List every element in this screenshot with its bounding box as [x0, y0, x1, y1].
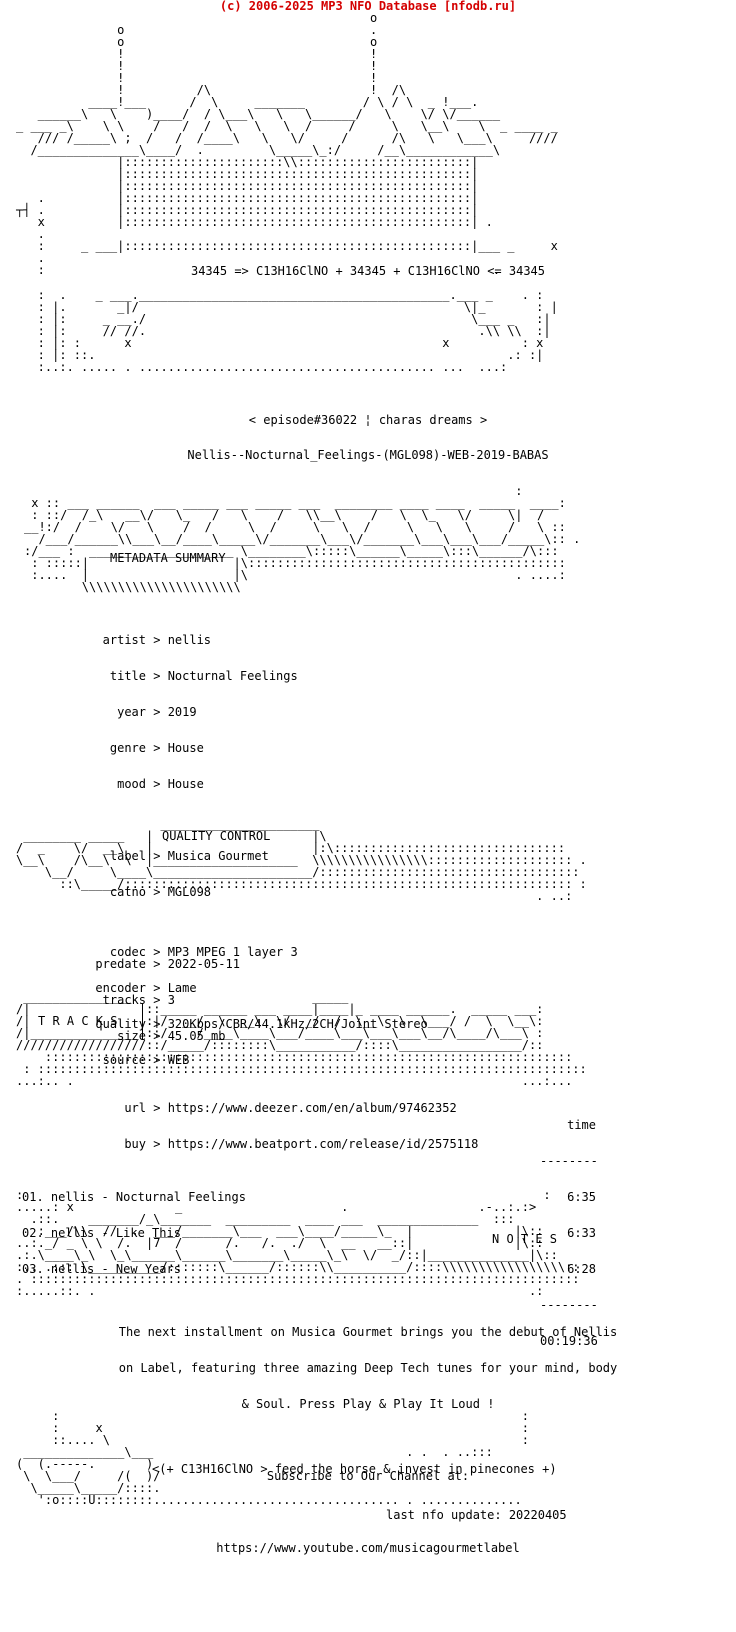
footer-slogan: <(+ C13H16ClNO > feed the horse & invest… [152, 1462, 557, 1476]
channel-link[interactable]: https://www.youtube.com/musicagourmetlab… [216, 1541, 520, 1555]
metadata-section-title: METADATA SUMMARY [110, 551, 226, 565]
notes-banner-art: : : .....: x _ . .-..:.:> .::. _______/_… [16, 1188, 580, 1298]
quality-list: codec > MP3 MPEG 1 layer 3 encoder > Lam… [16, 922, 428, 1090]
episode-line: < episode#36022 ¦ charas dreams > [248, 413, 488, 427]
quality-row-source: source > WEB [102, 1053, 190, 1067]
bridge-ascii-art: : . _ ___.______________________________… [37, 288, 558, 374]
metadata-row-tracks: tracks > 3 [102, 993, 175, 1007]
metadata-row-artist: artist > nellis [102, 633, 212, 647]
quality-row-quality: quality > 320Kbps/CBR/44.1kHz/2CH/Joint … [95, 1017, 428, 1031]
divider: -------- [540, 1154, 598, 1168]
tracklist: time -------- 01. nellis - Nocturnal Fee… [22, 1095, 598, 1371]
castle-lower-art: . ┬┤ . x [16, 191, 558, 277]
metadata-list: artist > nellis title > Nocturnal Feelin… [16, 610, 478, 1174]
release-name: Nellis--Nocturnal_Feelings-(MGL098)-WEB-… [187, 448, 549, 462]
formula-text: 34345 => C13H16ClNO + 34345 + C13H16ClNO… [190, 264, 545, 278]
time-column-header: time [567, 1118, 596, 1132]
metadata-row-mood: mood > House [117, 777, 204, 791]
metadata-row-genre: genre > House [109, 741, 204, 755]
metadata-row-catno: catno > MGL098 [109, 885, 212, 899]
metadata-row-predate: predate > 2022-05-11 [95, 957, 240, 971]
metadata-row-size: size > 45.05 mb [117, 1029, 226, 1043]
metadata-banner-art: : x :: ___ ______ ___ _____ ___ _____ __… [24, 484, 581, 594]
total-time: 00:19:36 [540, 1334, 598, 1348]
quality-banner-art: ______________________ ________ _____ | … [16, 817, 587, 903]
metadata-row-buy[interactable]: buy > https://www.beatport.com/release/i… [124, 1137, 479, 1151]
deezer-link[interactable]: https://www.deezer.com/en/album/97462352 [167, 1101, 457, 1115]
subscribe-text: Subscribe to Our Channel at: [266, 1469, 470, 1483]
metadata-row-title: title > Nocturnal Feelings [109, 669, 298, 683]
site-header: (c) 2006-2025 MP3 NFO Database [nfodb.ru… [219, 0, 517, 13]
beatport-link[interactable]: https://www.beatport.com/release/id/2575… [167, 1137, 479, 1151]
castle-ascii-art: o o . o o ! ! ! [16, 11, 558, 229]
footer-horse-art: : : : x : ::.... \ [16, 1409, 529, 1507]
notes-section-title: N O T E S [492, 1232, 558, 1246]
quality-row-codec: codec > MP3 MPEG 1 layer 3 [109, 945, 298, 959]
divider: -------- [540, 1298, 598, 1312]
quality-section-title: QUALITY CONTROL [162, 829, 271, 843]
metadata-row-url[interactable]: url > https://www.deezer.com/en/album/97… [124, 1101, 457, 1115]
last-update: last nfo update: 20220405 [386, 1508, 567, 1522]
tracks-section-title: T R A C K S [38, 1014, 118, 1028]
quality-row-encoder: encoder > Lame [95, 981, 197, 995]
tracks-banner-art: _______________ _____ /| |::_____ ______… [16, 990, 587, 1088]
notes-body: The next installment on Musica Gourmet b… [0, 1302, 736, 1578]
metadata-row-label: label > Musica Gourmet [109, 849, 269, 863]
metadata-row-year: year > 2019 [117, 705, 197, 719]
